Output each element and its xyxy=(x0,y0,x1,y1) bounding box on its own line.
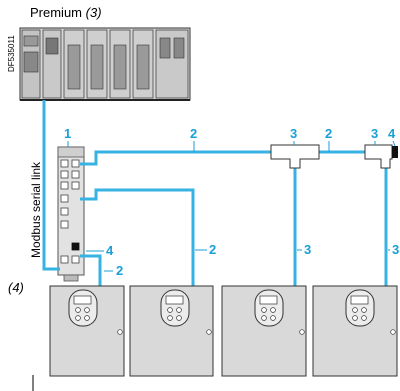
callout-2-top-right: 2 xyxy=(325,126,332,141)
callout-leaders xyxy=(67,140,396,272)
cable-drive-2 xyxy=(80,188,195,286)
callout-3-tap2: 3 xyxy=(371,126,378,141)
tap-junction-1 xyxy=(270,144,320,169)
line-terminator xyxy=(392,146,398,158)
drive-3 xyxy=(221,285,307,377)
cables xyxy=(42,100,388,286)
callout-2-drive1: 2 xyxy=(116,263,123,278)
title-premium: Premium (3) xyxy=(30,5,102,20)
doc-code: DF535011 xyxy=(7,35,16,72)
drive-1 xyxy=(49,285,125,377)
callout-4-hub: 4 xyxy=(106,243,114,258)
plc-rack xyxy=(19,27,191,101)
modbus-link-label: Modbus serial link xyxy=(29,161,43,258)
title-ref: (3) xyxy=(86,5,102,20)
callout-2-drive2: 2 xyxy=(209,242,216,257)
cable-trunk-1 xyxy=(80,150,272,166)
tap-junction-2 xyxy=(364,144,393,169)
callout-3-drive3: 3 xyxy=(304,242,311,257)
drive-2 xyxy=(129,285,214,377)
drive-4 xyxy=(312,285,398,377)
cable-plc-to-hub xyxy=(42,100,60,271)
cable-drive-1 xyxy=(80,254,102,286)
callout-3-drive4: 3 xyxy=(392,242,399,257)
callout-1: 1 xyxy=(64,126,71,141)
splitter-hub xyxy=(57,146,85,282)
callout-2-top-left: 2 xyxy=(190,126,197,141)
hub-ref: (4) xyxy=(8,280,24,295)
callout-4-terminator: 4 xyxy=(388,126,396,141)
callout-3-tap1: 3 xyxy=(290,126,297,141)
